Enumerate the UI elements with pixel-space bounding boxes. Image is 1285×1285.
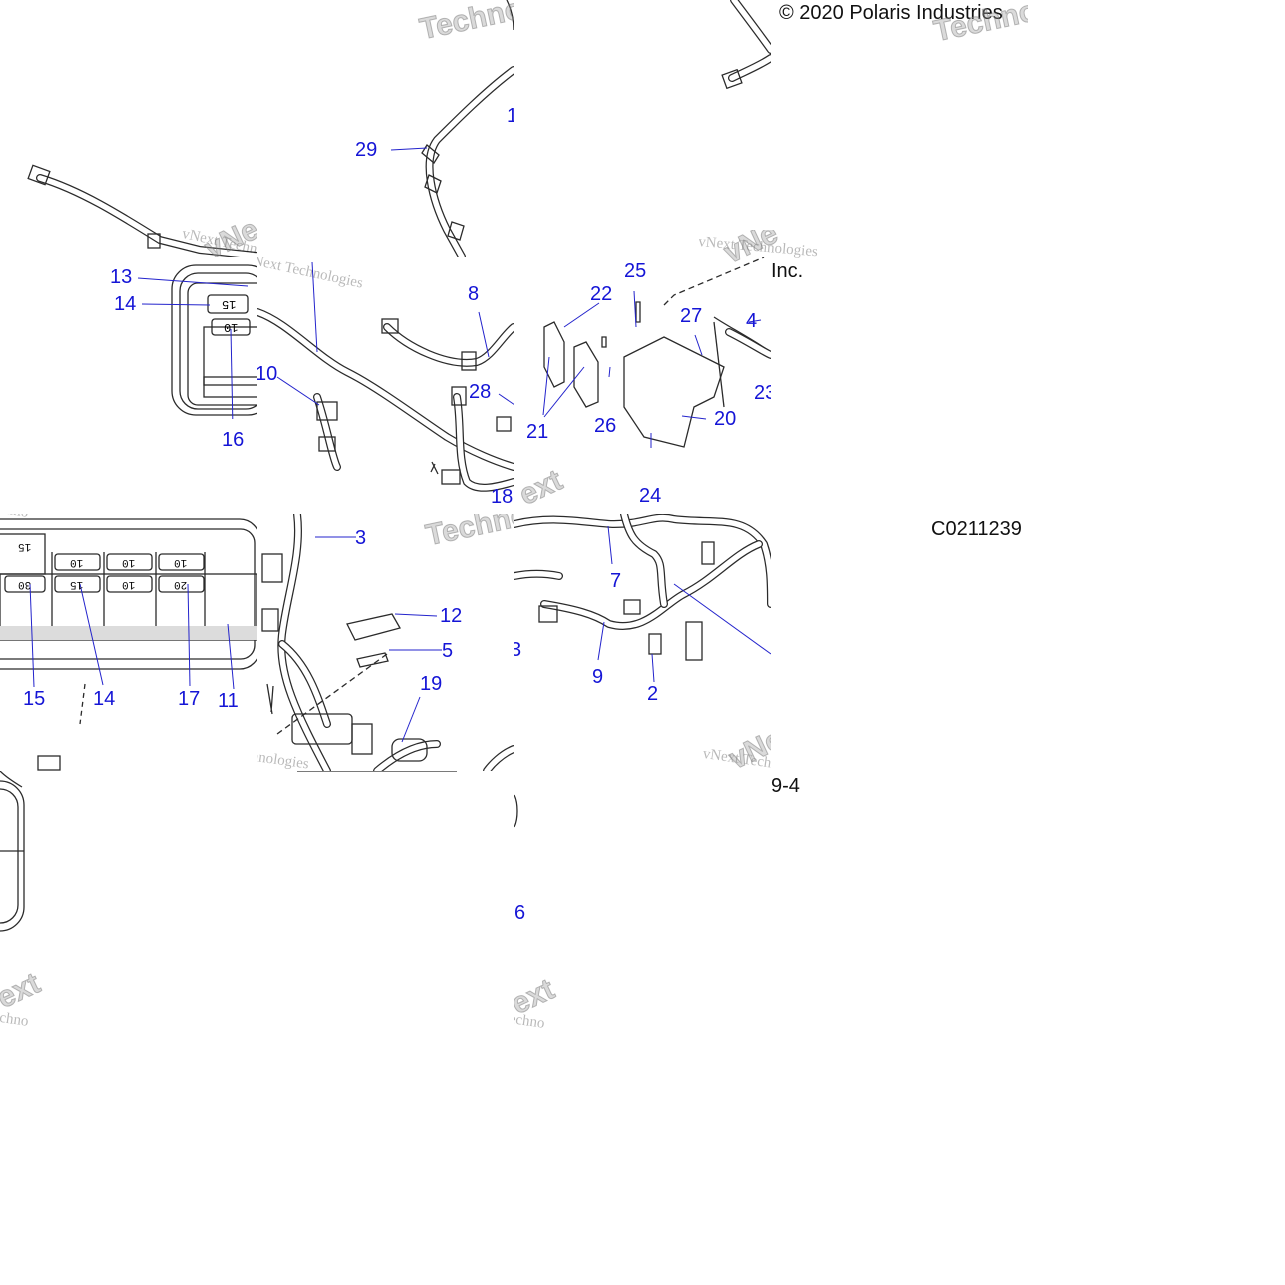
diagram-tile-top-middle: 29 1 Technologies — [257, 0, 514, 257]
callout-29: 29 — [355, 139, 378, 161]
diagram-tile-center-harness: 3 12 5 19 vNext Technologies Technologie… — [257, 514, 514, 771]
callout-14: 14 — [114, 293, 137, 315]
callout-21: 21 — [526, 421, 549, 443]
fuse-box-drawing — [0, 518, 257, 725]
callout-3: 3 — [514, 639, 522, 661]
callout-16: 16 — [222, 429, 245, 451]
fuse-label-15: 15 — [222, 297, 237, 311]
wire-harness-drawing — [514, 794, 518, 828]
wire-harness-drawing — [390, 0, 514, 257]
wire-harness-drawing — [27, 164, 257, 257]
fuse-label-10: 10 — [174, 556, 188, 568]
diagram-tile-fuse-box-top: 15 10 13 14 — [0, 257, 257, 419]
fuse-label-10: 10 — [70, 556, 84, 568]
fuse-label-15: 15 — [18, 540, 32, 552]
wire-harness-drawing — [257, 261, 514, 492]
fuse-label-10: 10 — [122, 556, 136, 568]
inc-text: Inc. — [771, 260, 804, 282]
callout-15: 15 — [23, 688, 46, 710]
callout-28: 28 — [469, 381, 492, 403]
callout-10: 10 — [257, 363, 278, 385]
diagram-tile-bottom-right: 6 ext echno — [514, 771, 574, 1028]
fuse-label-10: 10 — [224, 320, 239, 334]
callout-17: 17 — [178, 688, 201, 710]
page-number: 9-4 — [771, 775, 800, 797]
diagram-tile-fuse-box-bottom: 15 30 10 15 10 10 10 20 15 14 17 11 ext … — [0, 514, 257, 771]
fuse-label-30: 30 — [18, 578, 32, 590]
diagram-tile-right-harness: 7 3 9 2 vNext Technologies vNe — [514, 514, 771, 771]
connector-drawing — [37, 755, 61, 771]
callout-8: 8 — [468, 283, 480, 305]
fuse-label-10: 10 — [122, 578, 136, 590]
callout-1: 1 — [507, 105, 514, 127]
callout-3: 3 — [355, 527, 367, 549]
diagram-tile-bracket: 25 22 27 4 23 20 21 26 24 ext — [514, 257, 771, 514]
wire-harness-drawing — [514, 514, 771, 683]
diagram-tile-page-number: 9-4 — [771, 771, 811, 801]
diagram-tile-label-16: 16 — [0, 419, 257, 457]
callout-20: 20 — [714, 408, 737, 430]
callout-5: 5 — [442, 640, 454, 662]
callout-27: 27 — [680, 305, 703, 327]
diagram-tile-inc: vNext Technologies Inc. vNe — [699, 230, 859, 290]
diagram-tile-bottom-center — [257, 771, 514, 781]
fuse-label-15: 15 — [70, 578, 84, 590]
callout-22: 22 — [590, 283, 613, 305]
bracket-drawing — [542, 257, 771, 448]
wire-harness-drawing — [297, 771, 457, 772]
wire-harness-drawing — [721, 0, 771, 90]
callout-24: 24 — [639, 485, 662, 507]
diagram-tile-top-left: vNext Technologies vNe — [0, 0, 257, 257]
callout-7: 7 — [610, 570, 622, 592]
callout-19: 19 — [420, 673, 443, 695]
figure-code: C0211239 — [931, 518, 1022, 540]
diagram-tile-harness-middle: 8 10 28 18 vNext Technologies — [257, 257, 514, 514]
callout-2: 2 — [647, 683, 659, 705]
fuse-box-drawing — [137, 264, 257, 419]
callout-23: 23 — [754, 382, 771, 404]
wire-harness-drawing — [261, 514, 514, 771]
callout-18: 18 — [491, 486, 514, 508]
callout-6: 6 — [514, 902, 526, 924]
callout-25: 25 — [624, 260, 647, 282]
callout-9: 9 — [592, 666, 604, 688]
callout-14: 14 — [93, 688, 116, 710]
callout-11: 11 — [218, 690, 239, 712]
fuse-label-20: 20 — [174, 578, 188, 590]
callout-26: 26 — [594, 415, 617, 437]
callout-12: 12 — [440, 605, 463, 627]
copyright-text: © 2020 Polaris Industries — [779, 2, 1003, 24]
diagram-tile-figure-code: C0211239 — [928, 514, 1028, 554]
callout-4: 4 — [746, 310, 758, 332]
fuse-box-drawing — [0, 771, 25, 932]
callout-13: 13 — [110, 266, 133, 288]
diagram-tile-top-right — [514, 0, 771, 257]
diagram-tile-bottom-left: ext echno — [0, 771, 257, 1028]
diagram-tile-copyright: © 2020 Polaris Industries Technologies — [771, 0, 1028, 257]
